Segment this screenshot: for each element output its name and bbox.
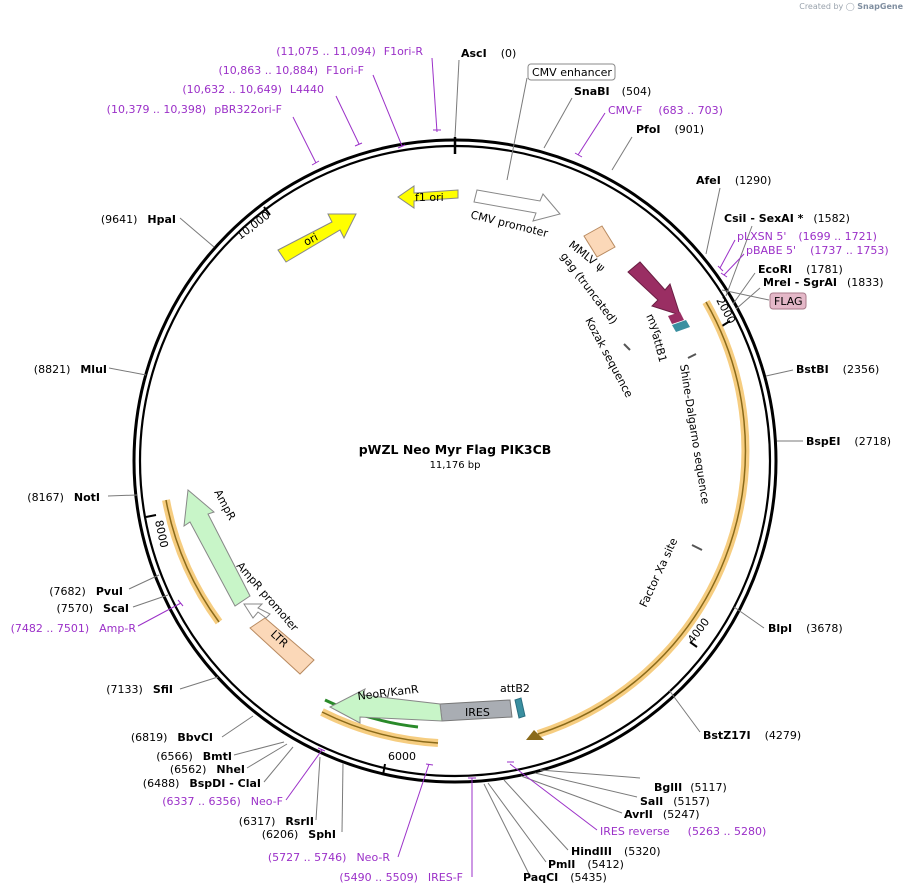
primer-amp-r[interactable]: (7482 .. 7501)Amp-R <box>11 622 137 635</box>
neo-arrow[interactable] <box>328 687 443 724</box>
attb2-marker[interactable] <box>514 697 526 719</box>
enzyme-pmlI[interactable]: PmlI(5412) <box>548 858 624 871</box>
enzyme-sfiI[interactable]: (7133)SfiI <box>106 683 173 696</box>
orf-arc[interactable] <box>536 300 750 738</box>
tick-4000 <box>689 641 698 648</box>
enzyme-avrII[interactable]: AvrII(5247) <box>624 808 699 821</box>
enzyme-snabI[interactable]: SnaBI(504) <box>574 85 651 98</box>
enzyme-pfoI[interactable]: PfoI(901) <box>636 123 704 136</box>
factor-xa-marker <box>691 544 703 551</box>
cmv-enhancer-box <box>527 63 616 81</box>
enzyme-bglII[interactable]: BglII(5117) <box>654 781 727 794</box>
tick-2000 <box>721 320 731 327</box>
enzyme-bstbI[interactable]: BstBI(2356) <box>796 363 879 376</box>
attb1-marker <box>672 320 690 332</box>
credit-brand: SnapGene <box>857 2 903 11</box>
orf-arrowhead <box>526 730 544 740</box>
shine-label: Shine-Dalgarno sequence <box>677 363 712 505</box>
ampr-label: AmpR <box>211 487 238 522</box>
myr-arrow[interactable] <box>627 261 681 316</box>
enzyme-paqcI[interactable]: PaqCI(5435) <box>523 871 607 884</box>
primer-ires-reverse[interactable]: IRES reverse(5263 .. 5280) <box>600 825 766 838</box>
enzyme-labels: AscI(0) SnaBI(504) PfoI(901) AfeI(1290) … <box>27 47 891 884</box>
enzyme-notI[interactable]: (8167)NotI <box>27 491 100 504</box>
enzyme-sphI[interactable]: (6206)SphI <box>262 828 336 841</box>
factor-xa-label: Factor Xa site <box>637 536 680 610</box>
primer-labels: (11,075 .. 11,094)F1ori-R (10,863 .. 10,… <box>11 45 889 884</box>
enzyme-scaI[interactable]: (7570)ScaI <box>56 602 129 615</box>
primer-l4440[interactable]: (10,632 .. 10,649)L4440 <box>182 83 324 96</box>
features <box>162 185 750 747</box>
ampr-arrow[interactable] <box>183 489 251 607</box>
enzyme-blpI[interactable]: BlpI(3678) <box>768 622 843 635</box>
enzyme-afeI[interactable]: AfeI(1290) <box>696 174 771 187</box>
primer-f1ori-r[interactable]: (11,075 .. 11,094)F1ori-R <box>276 45 423 58</box>
cmv-promoter-arrow[interactable] <box>473 189 561 222</box>
plasmid-name: pWZL Neo Myr Flag PIK3CB <box>359 442 552 457</box>
enzyme-rsrII[interactable]: (6317)RsrII <box>239 815 314 828</box>
primer-plxsn-5[interactable]: pLXSN 5'(1699 .. 1721) <box>737 230 877 243</box>
shine-marker <box>687 353 697 359</box>
ltr-lower-box[interactable] <box>249 617 315 675</box>
enzyme-hindIII[interactable]: HindIII(5320) <box>571 845 661 858</box>
kozak-label: Kozak sequence <box>582 315 635 400</box>
enzyme-mluI[interactable]: (8821)MluI <box>34 363 107 376</box>
primer-cmv-f[interactable]: CMV-F(683 .. 703) <box>608 104 723 117</box>
flag-label: FLAG <box>774 295 803 308</box>
enzyme-pvuI[interactable]: (7682)PvuI <box>49 585 123 598</box>
tick-label-6000: 6000 <box>388 750 416 763</box>
enzyme-bstz17I[interactable]: BstZ17I(4279) <box>703 729 801 742</box>
flag-lead <box>721 289 770 301</box>
enzyme-bmtI[interactable]: (6566)BmtI <box>156 750 232 763</box>
primer-neo-f[interactable]: (6337 .. 6356)Neo-F <box>162 795 283 808</box>
enzyme-bbvcI[interactable]: (6819)BbvCI <box>131 731 213 744</box>
orf-arc-core <box>537 301 747 735</box>
attb2-label: attB2 <box>500 682 530 695</box>
enzyme-bspeI[interactable]: BspEI(2718) <box>806 435 891 448</box>
enzyme-ascI[interactable]: AscI(0) <box>461 47 516 60</box>
primer-pbr322ori-f[interactable]: (10,379 .. 10,398)pBR322ori-F <box>107 103 282 116</box>
tick-6000 <box>382 763 386 776</box>
enzyme-ecorI[interactable]: EcoRI(1781) <box>758 263 843 276</box>
enzyme-nheI[interactable]: (6562)NheI <box>170 763 245 776</box>
flag-box <box>769 292 807 310</box>
plasmid-size: 11,176 bp <box>430 460 481 471</box>
tick-8000 <box>145 514 157 518</box>
snapgene-logo-icon: ◯ <box>845 2 855 11</box>
attb1-label: attB1 <box>649 331 669 363</box>
enzyme-salI[interactable]: SalI(5157) <box>640 795 710 808</box>
ltr-box[interactable] <box>583 225 616 258</box>
enzyme-bspdI[interactable]: (6488)BspDI - ClaI <box>143 777 261 790</box>
credit-prefix: Created by <box>799 2 844 11</box>
enzyme-leads <box>107 59 803 877</box>
cmv-enhancer-label: CMV enhancer <box>532 66 612 79</box>
myr-small <box>668 312 684 324</box>
tick-label-10000: 10,000 <box>234 209 273 243</box>
amp-orf-arc-core <box>165 499 220 623</box>
primer-f1ori-f[interactable]: (10,863 .. 10,884)F1ori-F <box>219 64 365 77</box>
feature-labels: CMV enhancer FLAG f1 ori ori CMV promote… <box>211 63 807 719</box>
primer-neo-r[interactable]: (5727 .. 5746)Neo-R <box>268 851 390 864</box>
ori-arrow[interactable] <box>277 213 357 263</box>
enzyme-hpaI[interactable]: (9641)HpaI <box>101 213 176 226</box>
enzyme-csiI[interactable]: CsiI - SexAI *(1582) <box>724 212 850 225</box>
tick-10000 <box>263 206 271 216</box>
f1-ori-label: f1 ori <box>415 191 444 204</box>
ires-label: IRES <box>465 706 490 719</box>
tick-label-8000: 8000 <box>152 519 171 549</box>
enzyme-mreI[interactable]: MreI - SgrAI(1833) <box>763 276 884 289</box>
primer-pbabe-5[interactable]: pBABE 5'(1737 .. 1753) <box>746 244 889 257</box>
primer-leads <box>137 57 745 877</box>
snapgene-credit: Created by ◯ SnapGene <box>799 2 903 11</box>
primer-ires-f[interactable]: (5490 .. 5509)IRES-F <box>339 871 463 884</box>
ori-label: ori <box>301 231 320 249</box>
f1-ori-arrow[interactable] <box>397 185 459 209</box>
ampr-promoter-arrow[interactable] <box>243 603 271 619</box>
neo-orf-arc-core <box>321 711 439 744</box>
kozak-marker <box>623 343 631 351</box>
cmv-enhancer-lead <box>506 77 528 181</box>
